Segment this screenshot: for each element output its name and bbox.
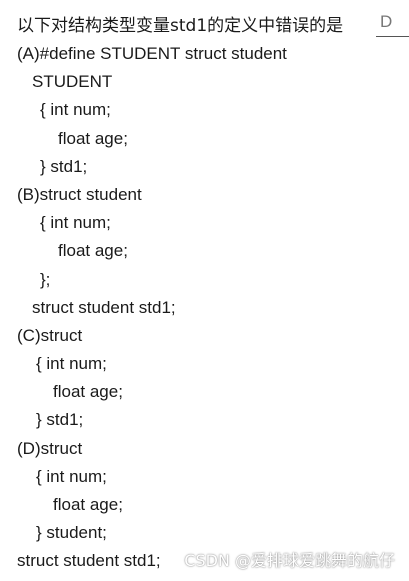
code-line: { int num; [40, 213, 111, 233]
code-line: (C)struct [17, 325, 83, 345]
code-line: { int num; [36, 466, 107, 486]
code-line: } student; [36, 523, 107, 543]
code-line: float age; [58, 128, 128, 148]
code-line: { int num; [36, 354, 107, 374]
code-line: struct student std1; [32, 297, 176, 317]
code-line: struct student std1; [17, 551, 161, 571]
code-line: float age; [58, 241, 128, 261]
code-line: } std1; [36, 410, 84, 430]
code-line: (B)struct student [17, 184, 142, 204]
code-line: STUDENT [32, 72, 113, 92]
code-line: } std1; [40, 156, 88, 176]
csdn-watermark: CSDN @爱排球爱跳舞的航仔 [184, 551, 395, 570]
code-line: }; [40, 269, 51, 289]
code-line: float age; [53, 495, 123, 514]
code-line: (D)struct [17, 438, 83, 458]
code-line: { int num; [40, 100, 111, 120]
answer-value: D [380, 12, 393, 31]
code-line: (A)#define STUDENT struct student [17, 44, 287, 63]
question-stem: 以下对结构类型变量std1的定义中错误的是 [17, 8, 409, 38]
question-text: 以下对结构类型变量std1的定义中错误的是 [17, 15, 344, 36]
answer-field[interactable]: D [376, 8, 409, 37]
code-line: float age; [53, 382, 123, 402]
